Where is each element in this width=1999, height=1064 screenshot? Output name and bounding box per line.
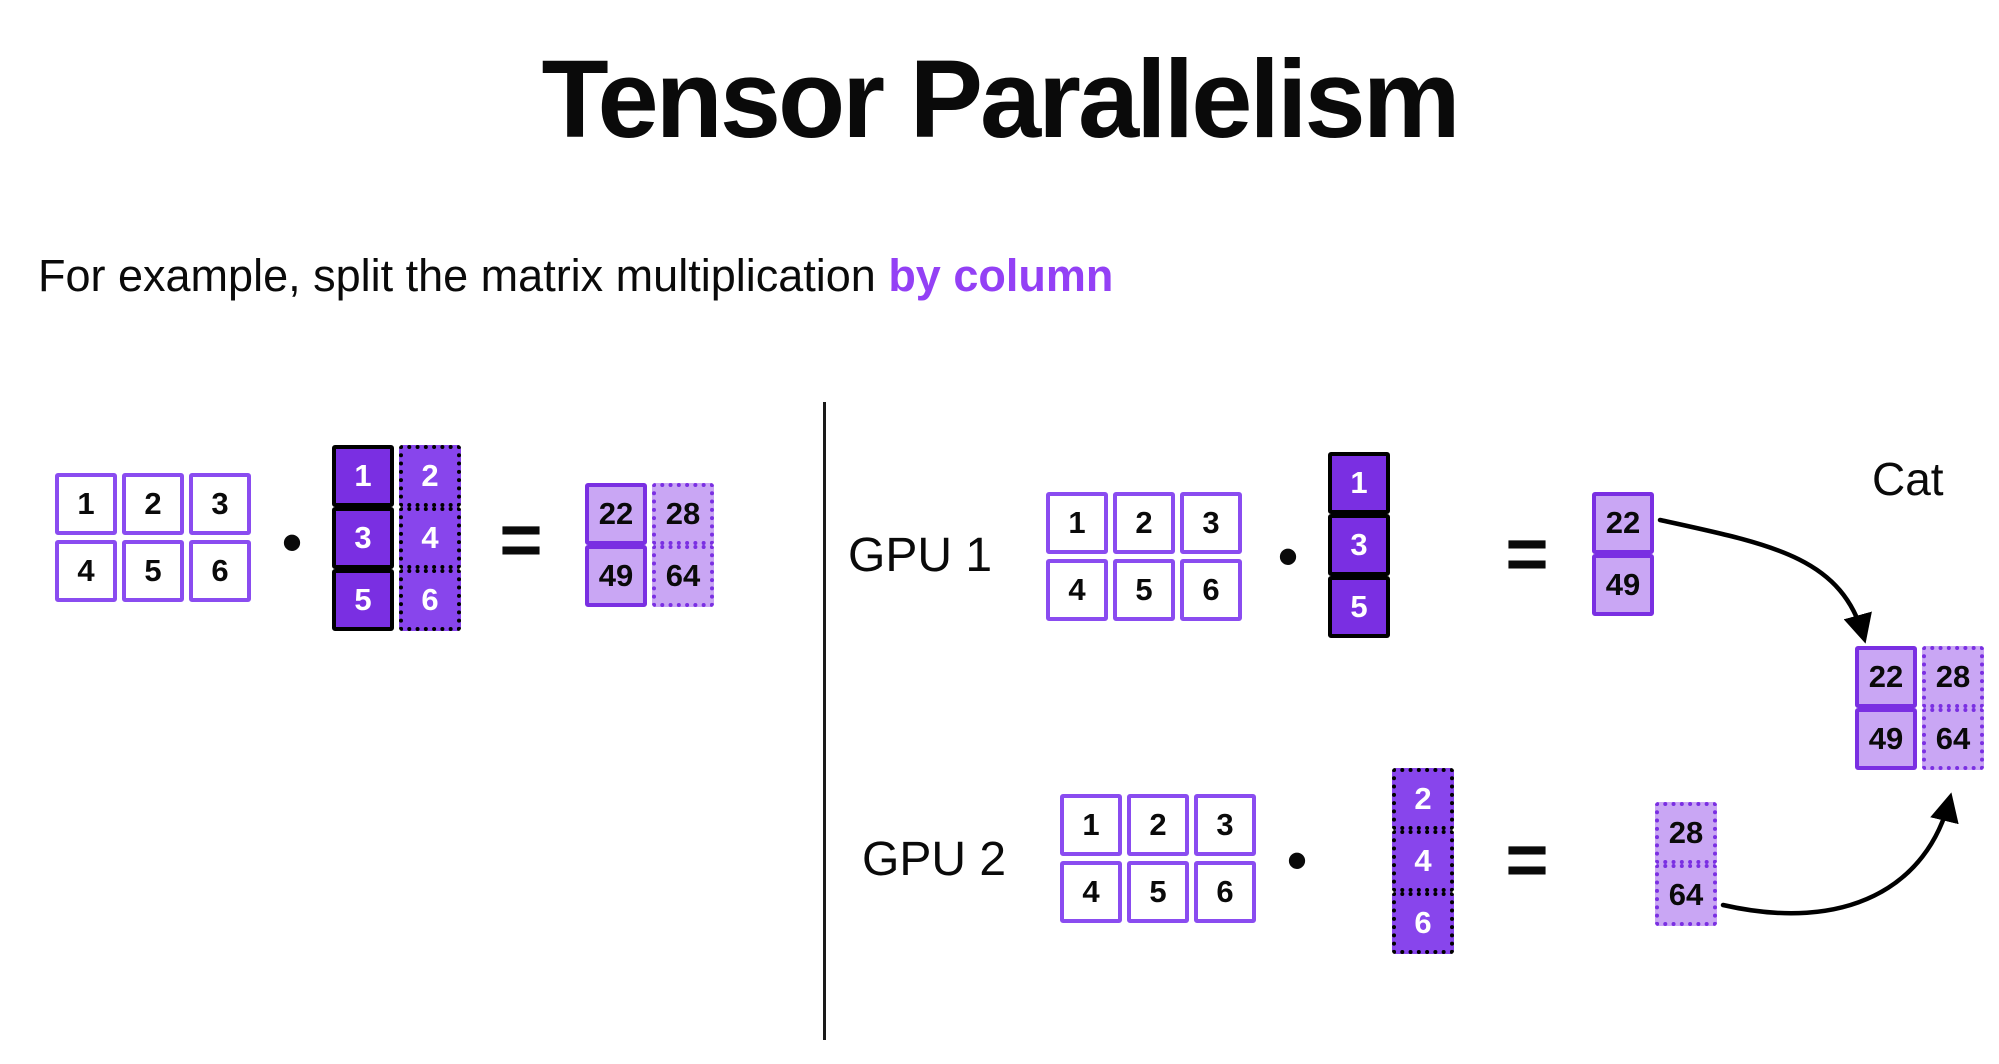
- matrix-cell: 22: [585, 483, 647, 545]
- matrix-cell: 3: [1194, 794, 1256, 856]
- page-title: Tensor Parallelism: [541, 38, 1460, 161]
- arrow-gpu2-to-cat: [1720, 792, 1959, 916]
- matrix-cell: 6: [1194, 861, 1256, 923]
- matrix-cell: 3: [189, 473, 251, 535]
- gpu1-label: GPU 1: [848, 529, 993, 582]
- matrix-cell: 1: [55, 473, 117, 535]
- matrix-cell: 49: [585, 545, 647, 607]
- matrix-cell: 28: [652, 483, 714, 545]
- matrix-cell: 1: [1046, 492, 1108, 554]
- gpu2-label: GPU 2: [862, 833, 1007, 886]
- matrix-cell: 4: [1046, 559, 1108, 621]
- matrix-cell: 4: [399, 507, 461, 569]
- matrix-cell: 64: [1655, 864, 1717, 926]
- equals-sign: =: [499, 498, 543, 581]
- matrix-cell: 4: [55, 540, 117, 602]
- matrix-cell: 4: [1060, 861, 1122, 923]
- matrix-cell: 4: [1392, 830, 1454, 892]
- matrix-cell: 6: [1180, 559, 1242, 621]
- matrix-cell: 2: [1113, 492, 1175, 554]
- matrix-cell: 22: [1855, 646, 1917, 708]
- matrix-cell: 2: [1392, 768, 1454, 830]
- matrix-cell: 5: [122, 540, 184, 602]
- gpu1-equals-sign: =: [1505, 512, 1549, 595]
- matrix-cell: 64: [1922, 708, 1984, 770]
- subtitle-text: For example, split the matrix multiplica…: [38, 250, 876, 301]
- matrix-cell: 3: [1180, 492, 1242, 554]
- matrix-cell: 6: [1392, 892, 1454, 954]
- matrix-cell: 22: [1592, 492, 1654, 554]
- matrix-cell: 5: [332, 569, 394, 631]
- gpu2-equals-sign: =: [1505, 818, 1549, 901]
- subtitle-highlight: by column: [888, 250, 1114, 301]
- matrix-cell: 1: [1060, 794, 1122, 856]
- matrix-cell: 6: [399, 569, 461, 631]
- matrix-cell: 49: [1855, 708, 1917, 770]
- matrix-cell: 49: [1592, 554, 1654, 616]
- dot-operator: •: [281, 509, 303, 576]
- vertical-divider: [823, 402, 826, 1040]
- matrix-cell: 1: [1328, 452, 1390, 514]
- matrix-cell: 5: [1328, 576, 1390, 638]
- matrix-cell: 64: [652, 545, 714, 607]
- matrix-cell: 28: [1655, 802, 1717, 864]
- gpu2-dot-operator: •: [1286, 827, 1308, 894]
- matrix-cell: 2: [122, 473, 184, 535]
- cat-label: Cat: [1872, 453, 1944, 505]
- arrow-gpu1-to-cat: [1657, 517, 1872, 644]
- matrix-cell: 5: [1127, 861, 1189, 923]
- matrix-cell: 5: [1113, 559, 1175, 621]
- matrix-cell: 2: [1127, 794, 1189, 856]
- matrix-cell: 2: [399, 445, 461, 507]
- matrix-cell: 28: [1922, 646, 1984, 708]
- matrix-cell: 3: [332, 507, 394, 569]
- gpu1-dot-operator: •: [1277, 523, 1299, 590]
- matrix-cell: 3: [1328, 514, 1390, 576]
- subtitle: For example, split the matrix multiplica…: [38, 250, 1113, 302]
- matrix-cell: 1: [332, 445, 394, 507]
- matrix-cell: 6: [189, 540, 251, 602]
